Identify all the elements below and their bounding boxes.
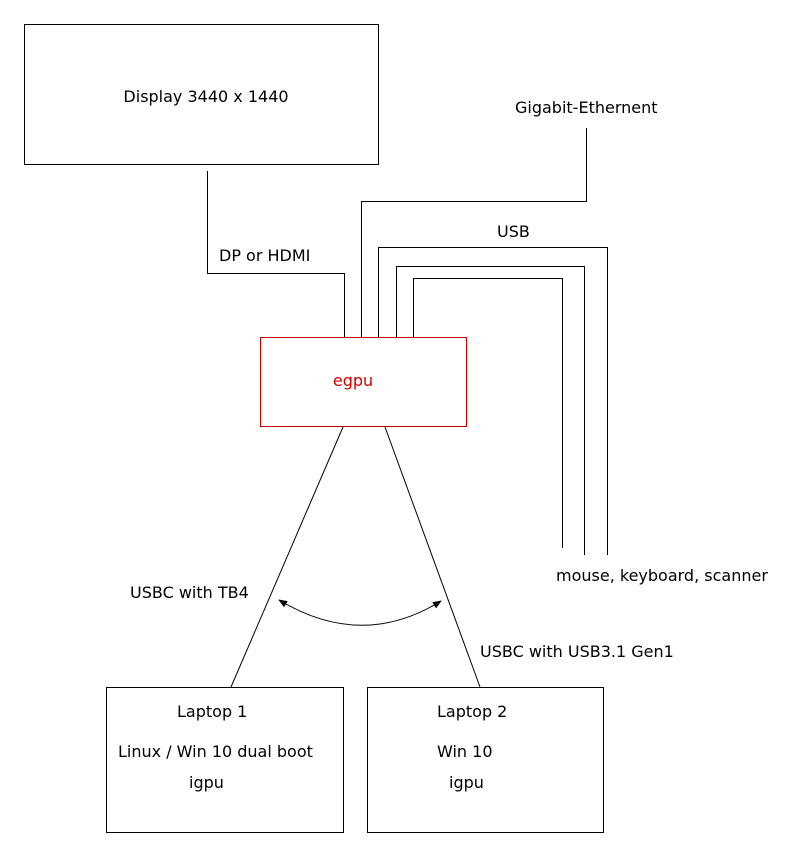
switch-arrow [278,599,442,626]
laptop1-gpu: igpu [189,773,224,792]
usb-cable-line [378,247,608,555]
laptop1-os: Linux / Win 10 dual boot [118,742,313,761]
laptop1-cable-line [230,426,344,688]
laptop1-box [106,687,344,833]
laptop2-title: Laptop 2 [437,702,507,721]
usb-label: USB [497,222,530,241]
laptop2-box [367,687,604,833]
egpu-label: egpu [333,371,373,390]
display-label: Display 3440 x 1440 [123,87,288,106]
egpu-box [260,337,467,427]
network-cable-line [361,128,587,337]
display-box [24,24,379,165]
laptop2-cable-label: USBC with USB3.1 Gen1 [480,642,674,661]
laptop2-os: Win 10 [437,742,493,761]
display-cable-line [207,171,345,337]
usb-cable-line [413,278,563,548]
laptop1-title: Laptop 1 [177,702,247,721]
laptop2-gpu: igpu [449,773,484,792]
laptop2-cable-line [384,426,481,688]
usb-cable-line [396,266,585,555]
laptop1-cable-label: USBC with TB4 [130,583,249,602]
peripherals-label: mouse, keyboard, scanner [556,566,768,585]
network-label: Gigabit-Ethernent [515,98,658,117]
display-cable-label: DP or HDMI [219,246,310,265]
